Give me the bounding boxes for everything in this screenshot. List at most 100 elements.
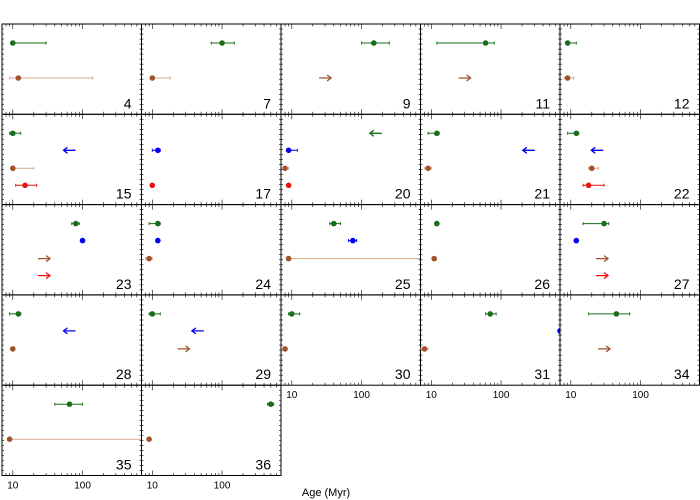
panel-data xyxy=(37,220,86,280)
panel-label: 4 xyxy=(124,95,132,111)
panel-data xyxy=(146,401,275,443)
panel-data xyxy=(149,147,161,189)
blue-point xyxy=(155,147,161,154)
blue-arrow-head xyxy=(62,327,68,335)
panel-data xyxy=(319,40,390,82)
panel-label: 28 xyxy=(116,366,132,382)
red-point xyxy=(22,182,28,189)
panel-data xyxy=(9,40,94,81)
brown-point xyxy=(564,75,571,81)
panel-30: 10 100 30 xyxy=(280,294,421,401)
panel-15: 15 xyxy=(1,113,142,206)
panel-25: 25 xyxy=(280,204,421,296)
panel-17: 17 xyxy=(141,113,282,206)
panel-data xyxy=(6,401,142,443)
panel-31: 10 100 31 xyxy=(420,294,561,401)
panel-frame xyxy=(1,23,142,115)
panel-data xyxy=(588,311,631,353)
brown-arrow-head xyxy=(605,345,612,353)
panel-data xyxy=(145,220,161,262)
panel-27: 27 xyxy=(559,204,700,296)
x-ticks xyxy=(141,114,282,205)
panel-data xyxy=(563,40,577,81)
panel-23: 23 xyxy=(1,204,142,296)
green-point xyxy=(613,311,620,317)
green-point xyxy=(371,40,377,46)
panel-4: 4 xyxy=(1,23,142,115)
panel-label: 17 xyxy=(255,186,271,202)
panel-26: 26 xyxy=(420,204,561,296)
x-tick-label: 10 xyxy=(147,481,159,492)
x-ticks xyxy=(280,24,421,115)
green-point xyxy=(219,40,225,46)
brown-point xyxy=(431,255,437,262)
brown-arrow-head xyxy=(45,255,52,263)
panel-label: 22 xyxy=(674,186,690,202)
panel-label: 35 xyxy=(116,457,132,473)
x-tick-label: 100 xyxy=(74,481,91,492)
green-point xyxy=(434,130,440,137)
x-ticks xyxy=(141,24,282,115)
x-tick-label: 10 xyxy=(426,390,438,401)
panel-label: 12 xyxy=(674,95,690,111)
blue-arrow-head xyxy=(190,327,197,335)
panel-data xyxy=(9,311,76,352)
x-tick-label: 100 xyxy=(353,390,370,401)
panel-label: 31 xyxy=(534,366,550,382)
red-point xyxy=(149,182,156,189)
green-arrow-head xyxy=(368,129,375,137)
panel-data xyxy=(282,129,382,189)
brown-arrow-head xyxy=(326,74,333,82)
panel-label: 9 xyxy=(403,95,411,111)
panel-data xyxy=(282,311,301,352)
panel-label: 7 xyxy=(263,95,271,111)
panel-36: 10 100 36 xyxy=(141,384,282,492)
brown-point xyxy=(282,165,288,172)
panel-data xyxy=(573,220,610,280)
panel-data xyxy=(567,130,605,189)
panel-frame xyxy=(141,23,282,115)
x-tick-label: 100 xyxy=(214,481,231,492)
brown-point xyxy=(10,165,16,172)
brown-point xyxy=(10,346,16,352)
brown-point xyxy=(425,165,431,172)
panel-11: 11 xyxy=(420,23,561,115)
x-tick-label: 100 xyxy=(493,390,510,401)
red-arrow-head xyxy=(45,272,52,280)
blue-point xyxy=(557,328,560,334)
brown-point xyxy=(146,436,152,443)
blue-point xyxy=(573,237,580,244)
panel-label: 21 xyxy=(534,186,550,202)
panel-data xyxy=(149,40,235,81)
green-point xyxy=(573,130,580,137)
panel-label: 25 xyxy=(395,276,411,292)
panel-label: 36 xyxy=(255,457,271,473)
panel-data xyxy=(148,311,204,353)
panel-data xyxy=(9,130,76,189)
panel-7: 7 xyxy=(141,23,282,115)
brown-point xyxy=(285,255,292,262)
blue-point xyxy=(350,237,356,244)
panel-data xyxy=(436,40,495,82)
panel-label: 30 xyxy=(395,366,411,382)
brown-point xyxy=(149,75,156,81)
panel-21: 21 xyxy=(420,113,561,206)
brown-point xyxy=(282,346,288,352)
x-tick-label: 10 xyxy=(286,390,298,401)
panel-24: 24 xyxy=(141,204,282,296)
panel-label: 27 xyxy=(674,276,690,292)
green-point xyxy=(487,311,494,317)
x-ticks xyxy=(141,385,282,476)
panel-22: 22 xyxy=(559,113,700,206)
panel-frame xyxy=(280,23,421,115)
panel-28: 28 xyxy=(1,294,142,386)
panel-data xyxy=(431,220,440,262)
green-point xyxy=(10,40,16,46)
brown-arrow-head xyxy=(185,345,191,353)
blue-point xyxy=(79,237,86,244)
x-ticks xyxy=(559,294,700,386)
panel-9: 9 xyxy=(280,23,421,115)
